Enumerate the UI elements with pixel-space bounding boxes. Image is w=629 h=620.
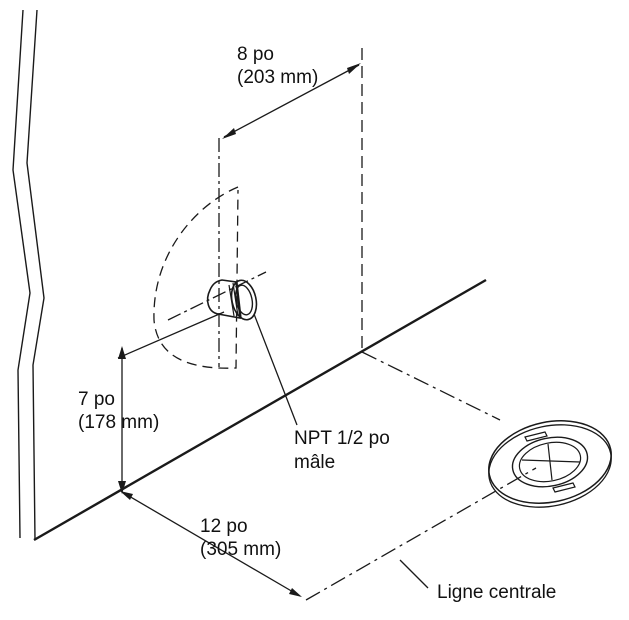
dimension-7in [117, 311, 225, 494]
fitting-horizontal-centerline [167, 271, 267, 321]
dim-7in-metric-label: (178 mm) [78, 412, 160, 433]
dim-7in-label: 7 po [78, 389, 115, 410]
drain-flange [488, 420, 612, 508]
wall-panel [12, 9, 45, 541]
fitting-label-gender: mâle [294, 452, 336, 473]
dimension-12in [120, 491, 302, 597]
dimension-8in [222, 63, 361, 139]
fitting-leader-line [253, 313, 298, 426]
floor-line [33, 278, 487, 542]
dim-8in-metric-label: (203 mm) [237, 67, 319, 88]
fitting-label: NPT 1/2 po [294, 428, 390, 449]
access-area-outline [153, 186, 239, 369]
drain-centerline [305, 467, 537, 601]
centerline-leader [399, 559, 429, 589]
threaded-fitting [206, 279, 258, 321]
dim-12in-metric-label: (305 mm) [200, 539, 282, 560]
dim-8in-label: 8 po [237, 44, 274, 65]
dim-12in-label: 12 po [200, 516, 248, 537]
centerline-label: Ligne centrale [437, 582, 557, 603]
floor-centerline-to-drain [361, 351, 501, 421]
